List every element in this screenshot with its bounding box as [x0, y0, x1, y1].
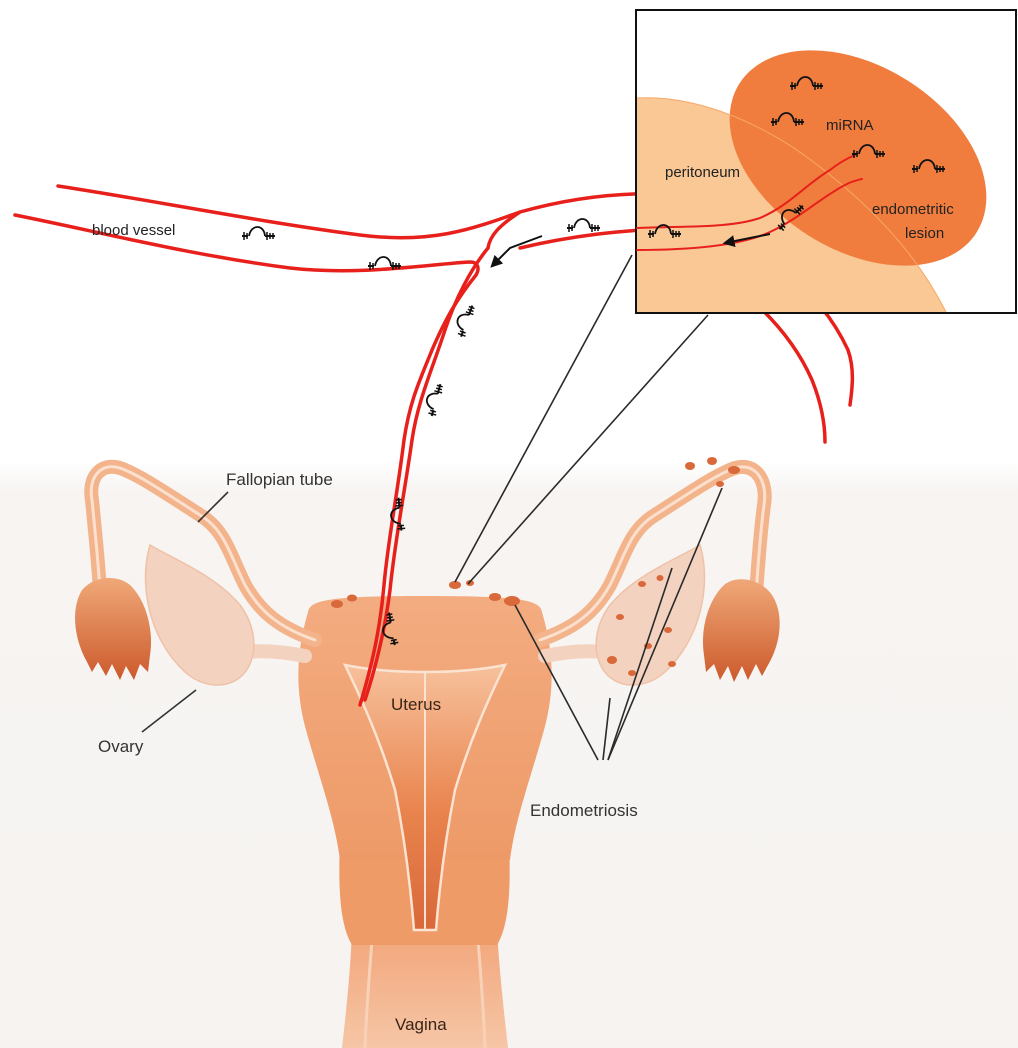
- label-lesion-line1: endometritic: [872, 201, 954, 218]
- label-vagina: Vagina: [395, 1015, 447, 1034]
- label-blood-vessel: blood vessel: [92, 222, 175, 239]
- inset-panel: [636, 0, 1018, 320]
- label-endometriosis: Endometriosis: [530, 801, 638, 820]
- label-ovary: Ovary: [98, 737, 144, 756]
- label-fallopian-tube: Fallopian tube: [226, 470, 333, 489]
- label-mirna: miRNA: [826, 117, 874, 134]
- label-lesion-line2: lesion: [905, 225, 944, 242]
- label-uterus: Uterus: [391, 695, 441, 714]
- label-peritoneum: peritoneum: [665, 164, 740, 181]
